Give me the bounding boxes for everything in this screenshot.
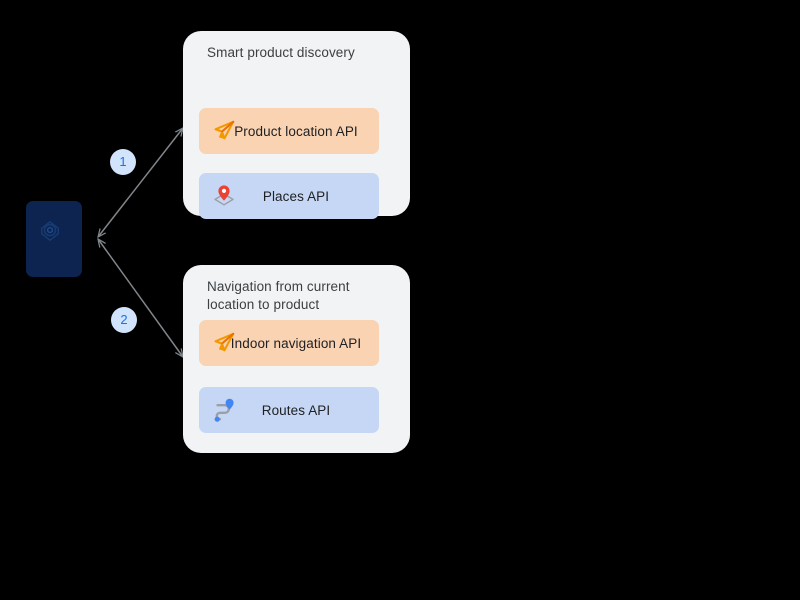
api-pill-routes[interactable]: Routes API [199,387,379,433]
map-pin-icon [214,185,234,206]
card-title: Smart product discovery [207,45,355,60]
api-pill-label: Product location API [234,123,358,139]
phone-screen [32,210,76,262]
api-pill-product-location[interactable]: Product location API [199,108,379,154]
card-title: Navigation from current location to prod… [207,279,350,312]
mobile-device [26,201,82,277]
step-badge-1: 1 [110,149,136,175]
step-badge-2: 2 [111,307,137,333]
connector-line-2 [98,239,183,357]
group-card-smart-product-discovery: Smart product discovery Product location… [183,31,410,219]
api-pill-indoor-navigation[interactable]: Indoor navigation API [199,320,379,366]
api-pill-places[interactable]: Places API [199,173,379,219]
api-pill-label: Places API [262,188,330,204]
api-pill-label: Indoor navigation API [230,335,362,351]
api-pill-label: Routes API [261,402,331,418]
connector-line-1 [98,128,183,237]
paper-plane-navigation-icon [214,332,235,352]
group-card-navigation-to-product: Navigation from current location to prod… [183,265,410,453]
paper-plane-navigation-icon [214,120,235,140]
route-path-icon [214,398,234,422]
camera-lens-icon [41,220,59,242]
